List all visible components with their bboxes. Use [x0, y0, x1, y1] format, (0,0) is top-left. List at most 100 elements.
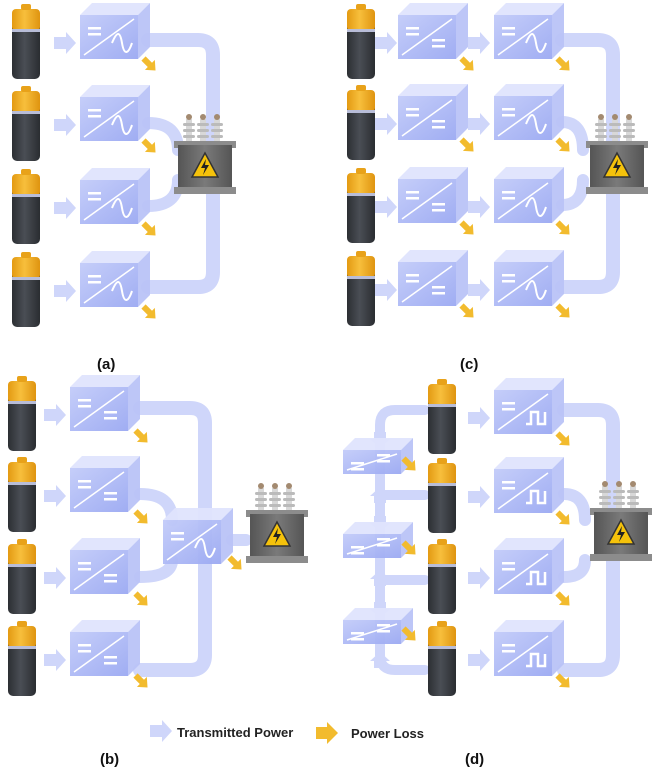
battery	[12, 86, 40, 161]
battery	[8, 539, 36, 614]
transmitted-power-arrow	[54, 280, 76, 302]
transmitted-power-arrow	[468, 196, 490, 218]
lightning-icon	[201, 159, 209, 175]
converter-box	[70, 620, 140, 676]
power-loss-arrow	[555, 303, 570, 318]
dc-dc-converter-box	[343, 522, 413, 558]
battery	[8, 457, 36, 532]
transmitted-power-arrow	[468, 407, 490, 429]
converter-box	[70, 538, 140, 594]
power-loss-arrow	[459, 137, 474, 152]
converter-box	[494, 620, 564, 676]
battery	[12, 4, 40, 79]
battery	[428, 539, 456, 614]
power-loss-arrow	[555, 137, 570, 152]
battery	[347, 4, 375, 79]
panel-label-a: (a)	[97, 356, 116, 373]
converter-box	[494, 84, 564, 140]
converter-box	[70, 375, 140, 431]
power-flow	[558, 554, 591, 583]
central-inverter-box	[163, 508, 233, 564]
converter-box	[398, 84, 468, 140]
power-loss-arrow	[141, 304, 156, 319]
power-loss-arrow	[459, 220, 474, 235]
battery	[12, 169, 40, 244]
transformer	[590, 481, 652, 561]
power-loss-arrow	[555, 673, 570, 688]
power-loss-arrow	[133, 673, 148, 688]
power-loss-arrow	[555, 220, 570, 235]
converter-box	[494, 378, 564, 434]
power-loss-arrow	[555, 431, 570, 446]
power-loss-arrow	[141, 56, 156, 71]
transmitted-power-arrow	[44, 404, 66, 426]
battery	[347, 168, 375, 243]
power-flow	[142, 174, 184, 212]
transmitted-power-arrow	[370, 652, 390, 668]
transmitted-power-arrow	[375, 279, 397, 301]
legend-loss-label: Power Loss	[351, 726, 424, 741]
converter-box	[494, 167, 564, 223]
dc-dc-converter-box	[343, 608, 413, 644]
power-loss-arrow	[401, 626, 416, 641]
power-loss-arrow	[141, 138, 156, 153]
transmitted-power-arrow	[44, 485, 66, 507]
converter-box	[494, 3, 564, 59]
power-loss-arrow	[555, 510, 570, 525]
transmitted-power-arrow	[468, 486, 490, 508]
power-loss-arrow	[141, 221, 156, 236]
transmitted-power-arrow	[370, 570, 390, 586]
power-flow	[556, 116, 589, 156]
converter-box	[80, 251, 150, 307]
component-layer	[8, 3, 652, 744]
transmitted-power-arrow	[370, 487, 390, 503]
converter-box	[80, 85, 150, 141]
converter-box	[494, 538, 564, 594]
converter-box	[80, 168, 150, 224]
power-loss-arrow	[555, 591, 570, 606]
battery	[428, 379, 456, 454]
legend-loss-arrow-icon	[316, 722, 338, 744]
converter-box	[494, 457, 564, 513]
power-loss-arrow	[555, 56, 570, 71]
transmitted-power-arrow	[375, 196, 397, 218]
power-loss-arrow	[133, 509, 148, 524]
battery	[347, 85, 375, 160]
battery	[428, 621, 456, 696]
converter-box	[80, 3, 150, 59]
transmitted-power-arrow	[54, 32, 76, 54]
converter-box	[398, 3, 468, 59]
panel-label-c: (c)	[460, 356, 479, 373]
transmitted-power-arrow	[375, 32, 397, 54]
converter-box	[70, 456, 140, 512]
lightning-icon	[617, 526, 625, 542]
converter-box	[398, 250, 468, 306]
panel-label-b: (b)	[100, 751, 120, 768]
converter-box	[398, 167, 468, 223]
battery	[347, 251, 375, 326]
transmitted-power-arrow	[44, 567, 66, 589]
transformer	[246, 483, 308, 563]
battery	[8, 621, 36, 696]
transmitted-power-arrow	[468, 279, 490, 301]
legend-transmitted-label: Transmitted Power	[177, 725, 294, 740]
transmitted-power-arrow	[468, 567, 490, 589]
dc-dc-converter-box	[343, 438, 413, 474]
power-flow	[558, 488, 591, 526]
power-loss-arrow	[227, 555, 242, 570]
converter-box	[494, 250, 564, 306]
power-loss-arrow	[459, 56, 474, 71]
power-loss-arrow	[133, 428, 148, 443]
lightning-icon	[613, 159, 621, 175]
lightning-icon	[273, 528, 281, 544]
transmitted-power-arrow	[44, 649, 66, 671]
battery	[8, 376, 36, 451]
transmitted-power-arrow	[468, 113, 490, 135]
panel-label-d: (d)	[465, 751, 485, 768]
transmitted-power-arrow	[54, 114, 76, 136]
legend	[150, 720, 338, 744]
transformer	[586, 114, 648, 194]
battery	[12, 252, 40, 327]
battery	[428, 458, 456, 533]
